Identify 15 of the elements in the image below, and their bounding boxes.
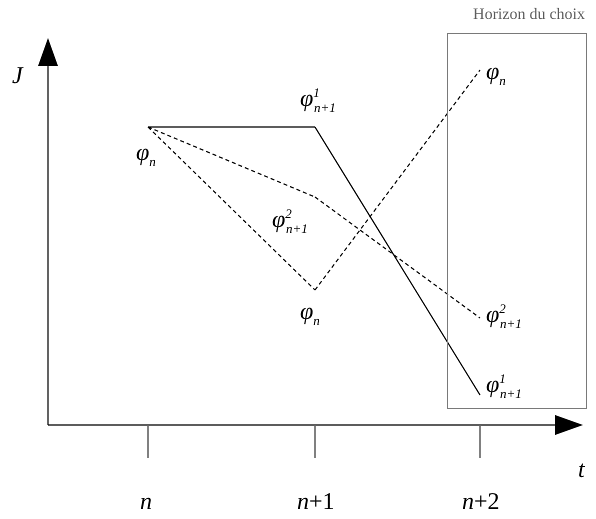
axis-label: t [578, 458, 585, 482]
tick-label: n [140, 490, 152, 514]
state-label: φ$_{n}$ [130, 127, 174, 167]
dashed-line [148, 126, 316, 290]
state-label: φ$_{n}$ [296, 290, 340, 334]
tick-label: n+2 [462, 490, 500, 514]
dashed-line [148, 126, 316, 198]
dashed-line [314, 196, 480, 318]
state-label: φ$_{n}$ [480, 54, 520, 90]
solid-line [148, 126, 315, 128]
axis-label: J [12, 64, 23, 88]
group-heading: Horizon du choix [473, 6, 585, 24]
dashed-line [314, 70, 480, 290]
solid-line [314, 126, 481, 396]
tick-label: n+1 [297, 490, 335, 514]
